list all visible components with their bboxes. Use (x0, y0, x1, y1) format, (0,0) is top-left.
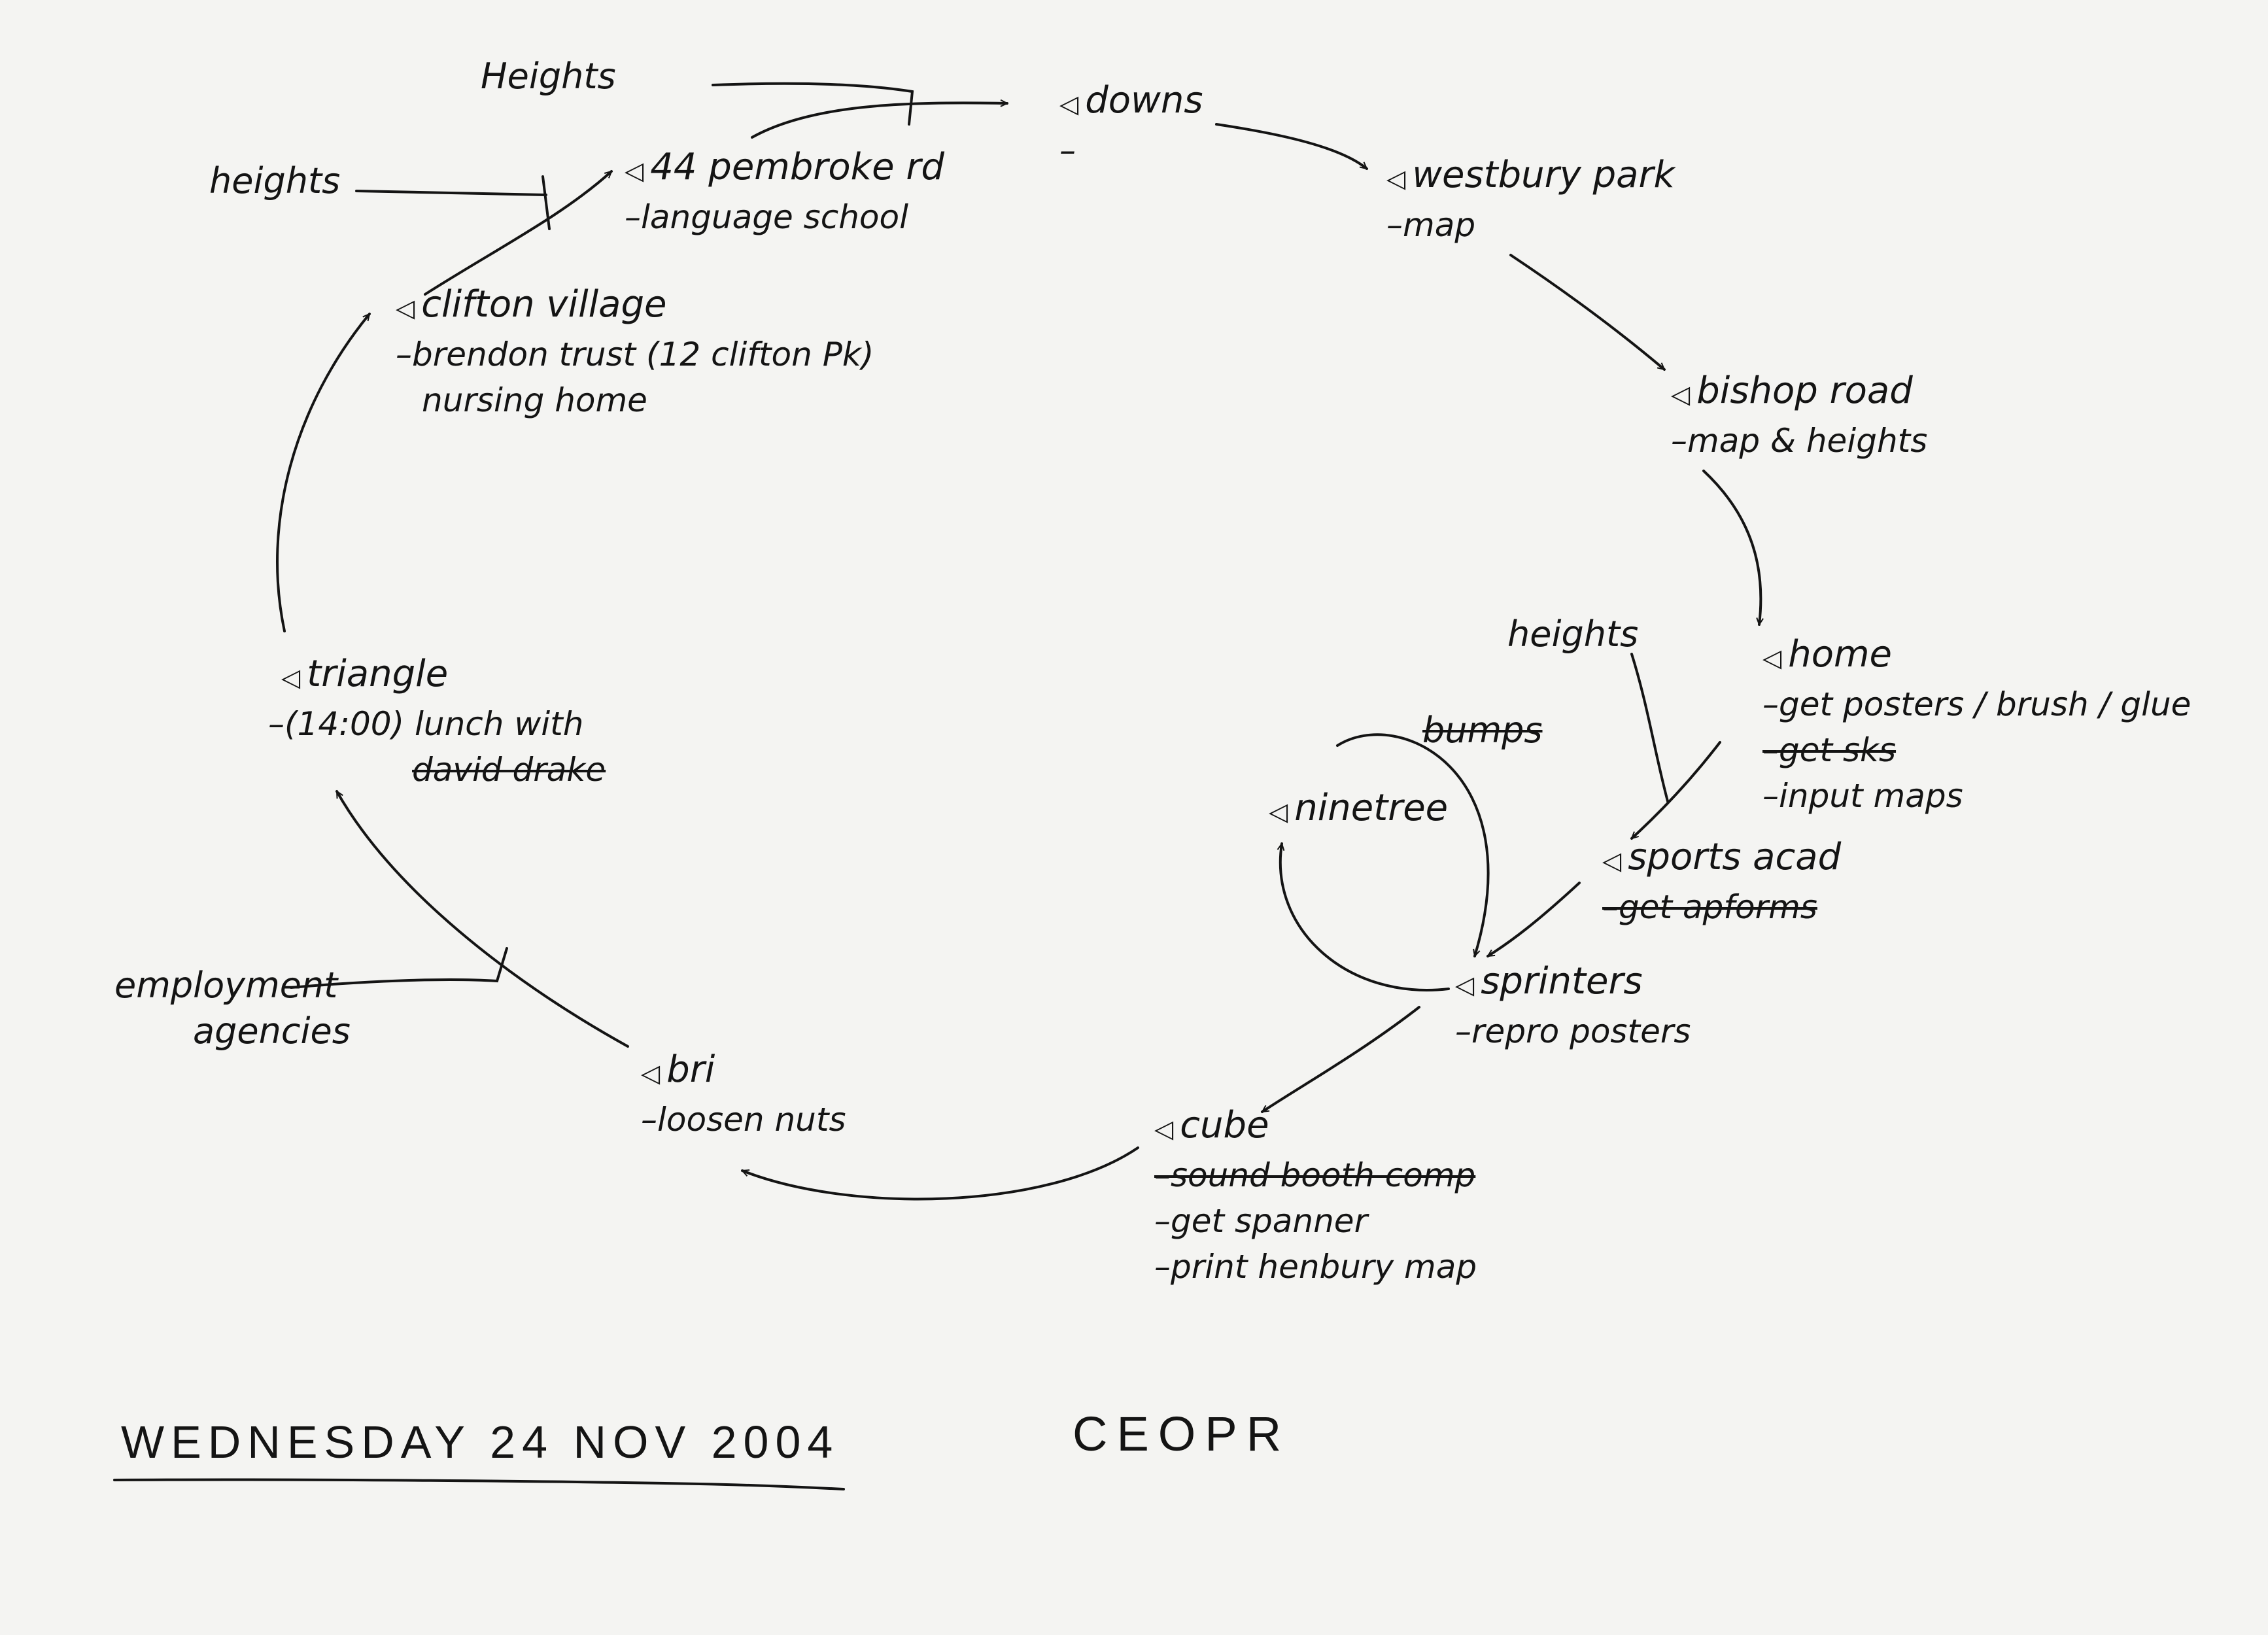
arrow-clifton-to-pembroke (424, 170, 613, 296)
node-pembroke-title: ◁44 pembroke rd (625, 144, 944, 194)
node-ninetree: ◁ninetree (1269, 785, 1448, 835)
node-cube-item: –get spanner (1154, 1202, 1368, 1240)
node-bishop-road: ◁bishop road –map & heights (1671, 368, 1927, 464)
arrow-bishop-to-home (1702, 470, 1761, 626)
triangle-marker-icon: ◁ (396, 294, 415, 322)
node-triangle: ◁triangle –(14:00) lunch with david drak… (268, 651, 606, 793)
node-westbury-title: ◁westbury park (1386, 152, 1675, 202)
node-home-item: –input maps (1762, 777, 1963, 815)
node-bri-title: ◁bri (641, 1046, 846, 1097)
arrow-downs-to-westbury (1215, 123, 1368, 170)
node-clifton-title: ◁clifton village (396, 281, 874, 332)
node-home-item-struck: –get sks (1762, 731, 1897, 769)
node-triangle-item: –(14:00) lunch with (268, 705, 584, 743)
arrow-sprinters-to-cube (1261, 1006, 1420, 1113)
triangle-marker-icon: ◁ (1386, 164, 1406, 193)
triangle-marker-icon: ◁ (1762, 644, 1782, 672)
arrow-triangle-to-clifton (276, 313, 371, 632)
node-sports-title: ◁sports acad (1602, 834, 1841, 884)
arrow-westbury-to-bishop (1509, 254, 1666, 371)
triangle-marker-icon: ◁ (641, 1059, 661, 1088)
node-clifton-item: nursing home (422, 381, 647, 419)
node-downs-item: – (1059, 131, 1076, 169)
node-sprinters-title: ◁sprinters (1455, 958, 1691, 1008)
node-downs-title: ◁downs (1059, 77, 1203, 128)
triangle-marker-icon: ◁ (1455, 971, 1475, 999)
triangle-marker-icon: ◁ (625, 156, 644, 185)
node-triangle-item-struck: david drake (412, 751, 606, 789)
node-bishop-item: –map & heights (1671, 422, 1928, 460)
node-home-item: –get posters / brush / glue (1762, 685, 2191, 723)
note-agencies: agencies (193, 1010, 351, 1052)
triangle-marker-icon: ◁ (1154, 1114, 1174, 1143)
triangle-marker-icon: ◁ (1602, 846, 1622, 875)
node-clifton-item: –brendon trust (12 clifton Pk) (396, 336, 874, 373)
node-cube: ◁cube –sound booth comp –get spanner –pr… (1154, 1102, 1477, 1290)
arrow-home-to-sports (1630, 741, 1721, 840)
arrow-pembroke-to-downs (751, 103, 1008, 139)
note-employment: employment (114, 965, 338, 1006)
arrow-ninetree-to-sprinters (1336, 733, 1490, 956)
node-pembroke-rd: ◁44 pembroke rd –language school (625, 144, 944, 240)
node-cube-item-struck: –sound booth comp (1154, 1156, 1476, 1194)
arrow-sprinters-to-ninetree (1280, 842, 1450, 991)
node-sprinters: ◁sprinters –repro posters (1455, 958, 1691, 1054)
node-cube-title: ◁cube (1154, 1102, 1477, 1152)
node-sports-acad: ◁sports acad –get apforms (1602, 834, 1841, 930)
date-heading: WEDNESDAY 24 NOV 2004 (121, 1417, 840, 1468)
node-bri-item: –loosen nuts (641, 1101, 846, 1139)
node-triangle-title: ◁triangle (281, 651, 606, 701)
node-downs: ◁downs – (1059, 77, 1203, 173)
node-westbury-park: ◁westbury park –map (1386, 152, 1675, 248)
date-underline (113, 1478, 845, 1490)
arrow-bri-to-triangle (335, 790, 629, 1048)
note-heights-right: heights (1507, 613, 1639, 655)
triangle-marker-icon: ◁ (1671, 380, 1691, 409)
node-bishop-title: ◁bishop road (1671, 368, 1927, 418)
arrow-heights-right (1630, 653, 1669, 802)
note-heights-top: Heights (481, 56, 616, 97)
node-ninetree-title: ◁ninetree (1269, 785, 1448, 835)
node-cube-item: –print henbury map (1154, 1248, 1477, 1286)
note-bumps-struck: bumps (1422, 710, 1543, 751)
triangle-marker-icon: ◁ (281, 663, 301, 692)
node-pembroke-item: –language school (625, 198, 908, 236)
reference-code: CEOPR (1073, 1407, 1291, 1461)
node-home-title: ◁home (1762, 631, 2191, 681)
node-bri: ◁bri –loosen nuts (641, 1046, 846, 1143)
arrow-heights-top (712, 82, 914, 126)
triangle-marker-icon: ◁ (1269, 797, 1288, 826)
node-westbury-item: –map (1386, 206, 1476, 244)
node-home: ◁home –get posters / brush / glue –get s… (1762, 631, 2191, 819)
arrow-cube-to-bri (742, 1146, 1139, 1201)
arrow-heights-left (355, 175, 551, 230)
note-heights-left: heights (209, 160, 341, 201)
node-clifton-village: ◁clifton village –brendon trust (12 clif… (396, 281, 874, 423)
node-sprinters-item: –repro posters (1455, 1012, 1691, 1050)
arrow-sports-to-sprinters (1486, 882, 1581, 957)
triangle-marker-icon: ◁ (1059, 90, 1079, 118)
node-sports-item-struck: –get apforms (1602, 888, 1817, 926)
arrow-employment (290, 947, 508, 989)
